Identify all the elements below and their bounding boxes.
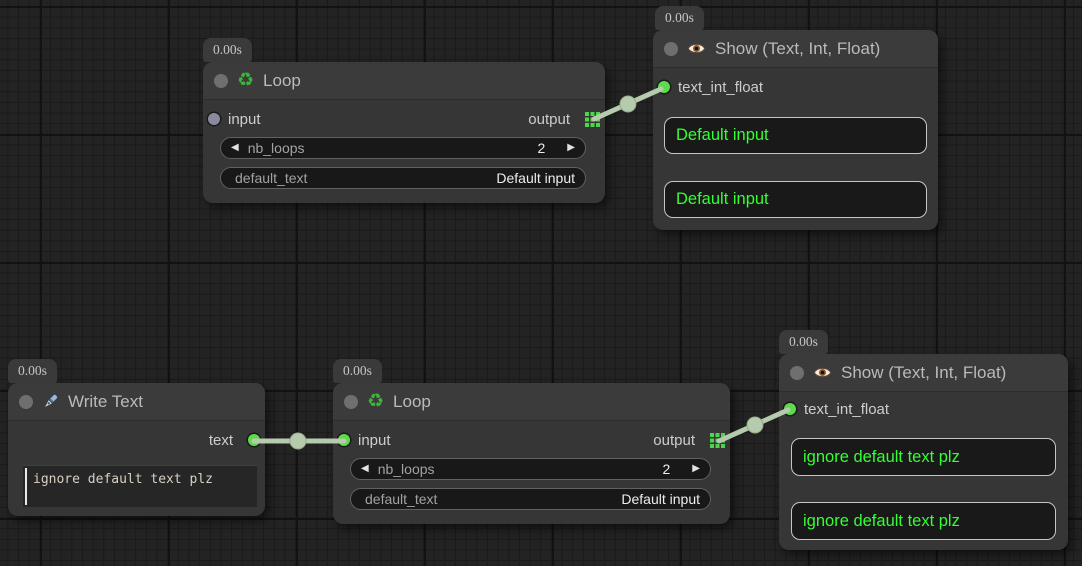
loop-node-bottom[interactable]: 0.00s ♻ Loop input output ◀ nb [333,359,730,524]
show-node-top[interactable]: 0.00s Show (Text, Int, Float) text_int_f… [653,6,938,230]
execution-time-badge: 0.00s [203,38,252,62]
execution-time-badge: 0.00s [655,6,704,30]
input-slot[interactable] [338,434,350,446]
slot-row: text [8,429,265,451]
collapse-dot[interactable] [214,73,228,88]
node-title-bar[interactable]: Write Text [8,383,265,421]
output-slot[interactable] [248,434,260,446]
node-title: Write Text [68,391,143,411]
input-slot[interactable] [208,113,220,125]
collapse-dot[interactable] [344,394,358,409]
node-title: Loop [263,70,301,90]
widget-value: Default input [496,170,575,186]
node-title-bar[interactable]: Show (Text, Int, Float) [653,30,938,68]
widget-value: Default input [621,491,700,507]
fountain-pen-icon [45,394,58,407]
slot-row: text_int_float [653,76,938,98]
text-display-box[interactable]: ignore default text plz [791,502,1056,540]
node-title: Show (Text, Int, Float) [841,362,1007,382]
input-slot-label: text_int_float [804,400,890,418]
collapse-dot[interactable] [19,394,33,409]
grid-output-icon[interactable] [585,111,600,127]
loop-node-top[interactable]: 0.00s ♻ Loop input output ◀ nb [203,38,605,203]
eye-icon [813,367,832,378]
node-title-bar[interactable]: ♻ Loop [333,383,730,421]
widget-label: nb_loops [247,140,305,156]
increment-arrow[interactable]: ▶ [692,463,700,474]
collapse-dot[interactable] [664,41,678,56]
nb-loops-widget[interactable]: ◀ nb_loops 2 ▶ [220,137,586,159]
slot-row: input output [203,108,605,130]
decrement-arrow[interactable]: ◀ [361,463,369,474]
text-display-box[interactable]: Default input [664,181,927,218]
nb-loops-widget[interactable]: ◀ nb_loops 2 ▶ [350,458,711,480]
node-title: Show (Text, Int, Float) [715,38,881,58]
input-slot-label: text_int_float [678,78,764,96]
output-slot-label: output [653,431,695,449]
widget-label: default_text [235,170,308,186]
widget-label: nb_loops [377,461,435,477]
node-title-bar[interactable]: Show (Text, Int, Float) [779,354,1068,392]
eye-icon [687,43,706,54]
input-slot-label: input [228,110,261,128]
widget-label: default_text [365,491,438,507]
input-slot[interactable] [658,81,670,93]
input-slot[interactable] [784,403,796,415]
execution-time-badge: 0.00s [779,330,828,354]
link-midpoint-dot[interactable] [289,432,307,450]
link-midpoint-dot[interactable] [619,95,637,113]
node-title: Loop [393,391,431,411]
text-display-box[interactable]: ignore default text plz [791,438,1056,476]
widget-value: 2 [537,140,546,156]
link-midpoint-dot[interactable] [746,416,764,434]
show-node-bottom[interactable]: 0.00s Show (Text, Int, Float) text_int_f… [779,330,1068,550]
default-text-widget[interactable]: default_text Default input [350,488,711,510]
recycle-icon: ♻ [367,391,385,412]
default-text-widget[interactable]: default_text Default input [220,167,586,189]
write-text-node[interactable]: 0.00s Write Text text ignore default tex… [8,359,265,516]
output-slot-label: output [528,110,570,128]
execution-time-badge: 0.00s [333,359,382,383]
widget-value: 2 [662,461,671,477]
output-slot-label: text [208,431,233,449]
node-title-bar[interactable]: ♻ Loop [203,62,605,100]
increment-arrow[interactable]: ▶ [567,142,575,153]
text-input-area[interactable]: ignore default text plz [23,465,257,507]
text-display-box[interactable]: Default input [664,117,927,154]
slot-row: input output [333,429,730,451]
input-slot-label: input [358,431,391,449]
execution-time-badge: 0.00s [8,359,57,383]
text-cursor [25,468,27,505]
grid-output-icon[interactable] [710,432,725,448]
slot-row: text_int_float [779,398,1068,420]
decrement-arrow[interactable]: ◀ [231,142,239,153]
recycle-icon: ♻ [237,70,255,91]
collapse-dot[interactable] [790,365,804,380]
text-input[interactable]: ignore default text plz [27,466,257,507]
